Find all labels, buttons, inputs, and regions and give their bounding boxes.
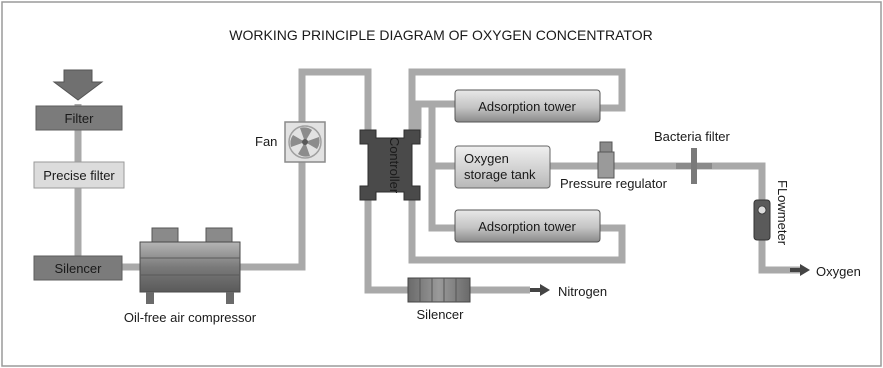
adsorption-tower-top-label: Adsorption tower [478, 99, 576, 114]
controller-box: Controller [359, 129, 421, 201]
flowmeter-icon [753, 199, 771, 241]
precise-filter-label: Precise filter [43, 168, 115, 183]
oxygen-tank-label-line1: Oxygen [464, 151, 509, 166]
silencer-left-label: Silencer [55, 261, 103, 276]
oxygen-out-label: Oxygen [816, 264, 861, 279]
diagram-title: WORKING PRINCIPLE DIAGRAM OF OXYGEN CONC… [229, 27, 652, 43]
pressure-regulator-label: Pressure regulator [560, 176, 668, 191]
compressor [139, 227, 241, 304]
adsorption-tower-bottom-label: Adsorption tower [478, 219, 576, 234]
adsorption-tower-top: Adsorption tower [454, 89, 601, 123]
bacteria-filter-label: Bacteria filter [654, 129, 731, 144]
air-inlet-arrow [52, 69, 104, 101]
nitrogen-out-arrow [530, 284, 550, 296]
bacteria-filter-icon [676, 148, 712, 184]
fan-label: Fan [255, 134, 277, 149]
fan-icon [284, 121, 326, 163]
nitrogen-label: Nitrogen [558, 284, 607, 299]
controller-label: Controller [387, 137, 402, 194]
precise-filter-box: Precise filter [33, 161, 125, 189]
pressure-regulator-icon [597, 141, 615, 179]
silencer-bottom-label: Silencer [417, 307, 465, 322]
oxygen-storage-tank: Oxygen storage tank [454, 145, 551, 189]
adsorption-tower-bottom: Adsorption tower [454, 209, 601, 243]
silencer-left-box: Silencer [33, 255, 123, 281]
flowmeter-label: FLowmeter [775, 180, 790, 246]
compressor-label: Oil-free air compressor [124, 310, 257, 325]
filter-label: Filter [65, 111, 95, 126]
oxygen-out-arrow [790, 264, 810, 276]
filter-box: Filter [35, 105, 123, 131]
silencer-bottom [407, 277, 471, 303]
oxygen-tank-label-line2: storage tank [464, 167, 536, 182]
